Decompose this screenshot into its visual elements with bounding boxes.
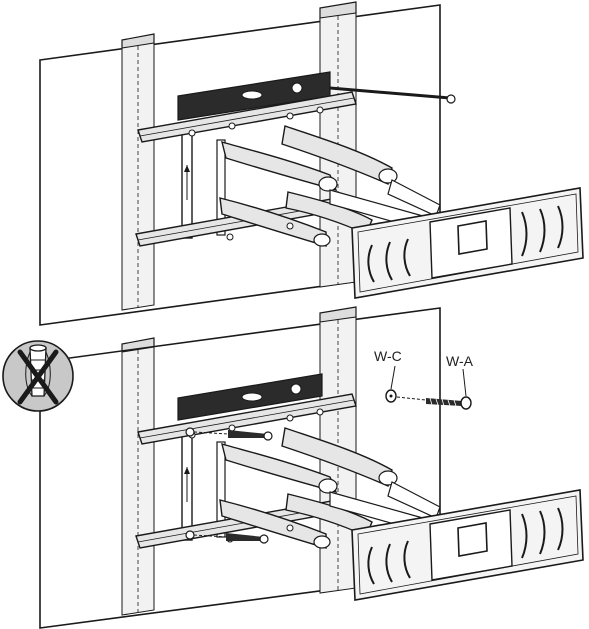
label-w-a: W-A <box>446 353 474 369</box>
step-panel-bottom: W-C W-A <box>39 306 584 629</box>
hardware-callout: W-C W-A <box>374 348 474 410</box>
crossed-out-wall-anchor-icon <box>2 340 74 412</box>
level-handle <box>329 86 451 100</box>
label-w-c: W-C <box>374 348 402 364</box>
lag-bolt-w-a <box>426 398 462 406</box>
step-panel-top <box>39 1 584 326</box>
lag-screw-lower <box>185 530 269 544</box>
lag-screw-upper <box>185 427 273 441</box>
wood-stud-left-2 <box>121 346 155 616</box>
